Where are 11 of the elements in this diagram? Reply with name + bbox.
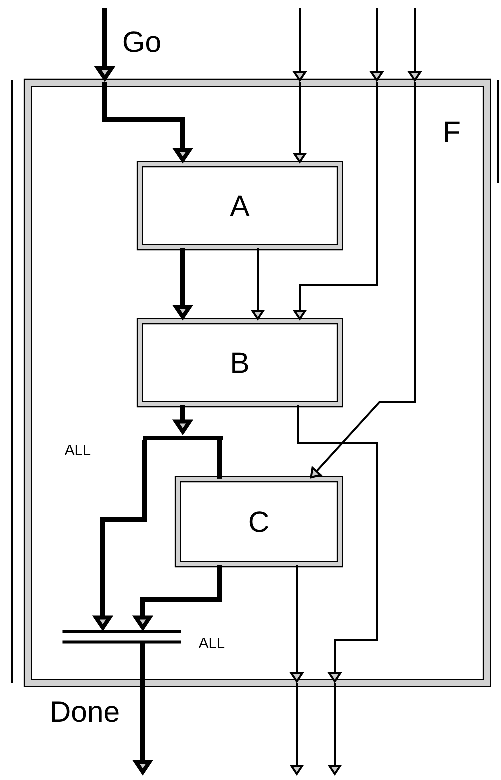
edge-label: Done: [52, 702, 119, 722]
arrow: [310, 82, 416, 479]
edge-label: Go: [124, 32, 160, 52]
process-box: B: [136, 318, 344, 408]
bar-label: ALL: [64, 444, 91, 456]
frame-label: F: [445, 122, 460, 142]
sync-bar: [143, 436, 223, 440]
bar-label: ALL: [198, 638, 225, 648]
process-box: C: [174, 476, 344, 568]
process-box: A: [136, 161, 344, 251]
sync-bar: [61, 630, 183, 644]
